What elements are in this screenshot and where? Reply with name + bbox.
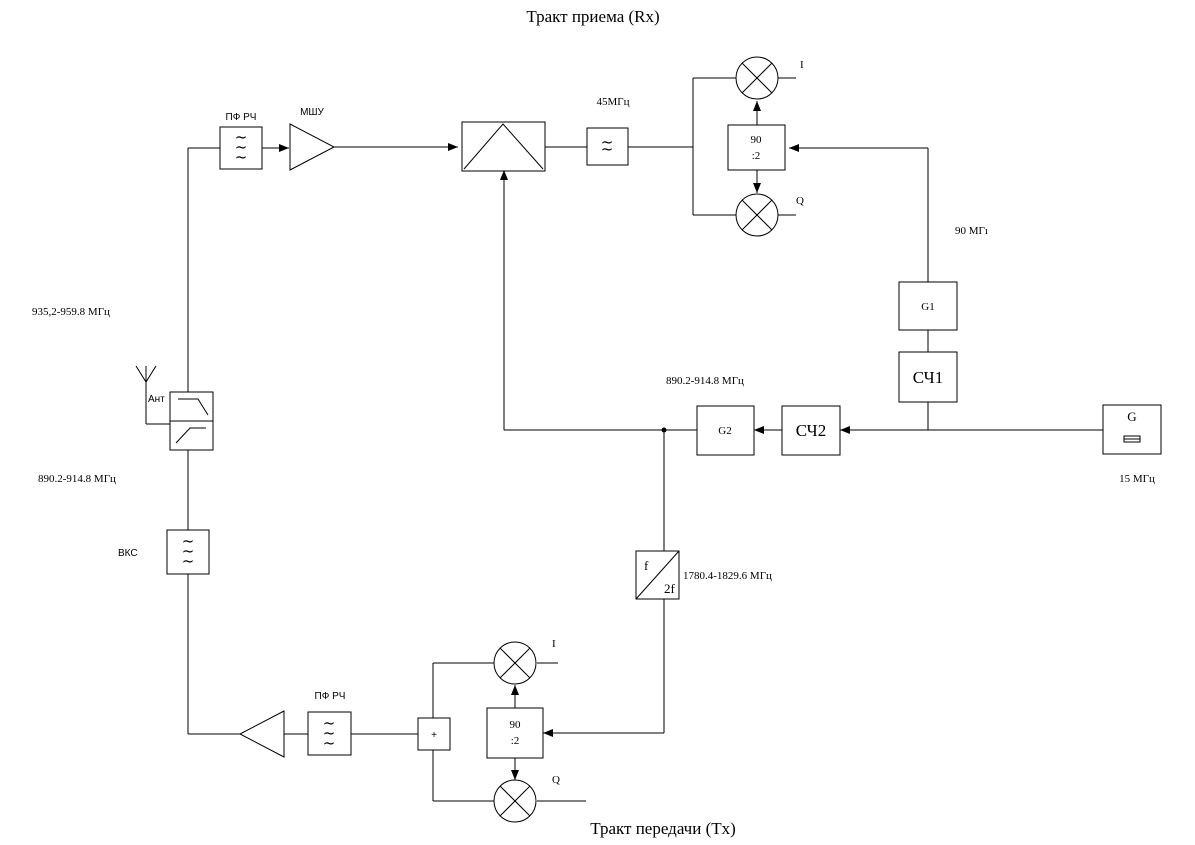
duplexer — [169, 391, 214, 451]
g1-label: G1 — [921, 301, 934, 313]
lo2-frequency-label: 890.2-914.8 МГц — [666, 375, 744, 387]
mixer-icon — [493, 641, 537, 685]
antenna — [135, 365, 157, 392]
tx-rf-bandpass-filter: ~ ~ ~ — [307, 711, 352, 756]
vks-filter: ~ ~ ~ — [166, 529, 210, 575]
junction-dot — [661, 427, 667, 433]
svg-text:~: ~ — [235, 128, 248, 146]
rx-q-label: Q — [796, 195, 804, 207]
doubler-frequency-label: 1780.4-1829.6 МГц — [683, 570, 772, 582]
g2-oscillator: G2 — [696, 405, 755, 456]
tx-i-label: I — [552, 638, 556, 650]
if-frequency-label: 45МГц — [596, 96, 629, 108]
svg-text:~: ~ — [235, 148, 248, 166]
antenna-label: Ант — [148, 394, 165, 405]
svg-text:~: ~ — [323, 734, 336, 752]
rx-phase-bottom: :2 — [752, 150, 761, 162]
rx-phase-top: 90 — [751, 134, 763, 146]
summer: + — [417, 717, 451, 751]
doubler-input-label: f — [644, 558, 649, 573]
amplifier-icon — [238, 710, 285, 758]
svg-text:~: ~ — [323, 724, 336, 742]
svg-text:~: ~ — [235, 138, 248, 156]
rx-filter-label: ПФ РЧ — [226, 112, 257, 123]
lowpass-filter-icon: ~ ~ — [601, 133, 614, 158]
if-lowpass-filter: ~ ~ — [586, 127, 629, 166]
svg-text:~: ~ — [601, 140, 614, 158]
svg-text:~: ~ — [601, 133, 614, 151]
sch2-synthesizer: СЧ2 — [781, 405, 841, 456]
tx-q-mixer — [493, 779, 537, 823]
rx-i-label: I — [800, 59, 804, 71]
tx-band-label: 890.2-914.8 МГц — [38, 473, 116, 485]
power-amplifier — [238, 710, 285, 758]
svg-text:~: ~ — [182, 552, 195, 570]
ref-frequency-label: 15 МГц — [1119, 473, 1155, 485]
mixer-icon — [493, 779, 537, 823]
rx-band-label: 935,2-959.8 МГц — [32, 306, 110, 318]
amplifier-icon — [289, 123, 336, 171]
sch2-label: СЧ2 — [796, 421, 826, 440]
svg-text:~: ~ — [323, 714, 336, 732]
g1-oscillator: G1 — [898, 281, 958, 331]
g2-label: G2 — [718, 425, 731, 437]
svg-text:~: ~ — [182, 542, 195, 560]
frequency-doubler: f 2f — [635, 550, 680, 600]
antenna-icon — [135, 365, 157, 392]
tx-phase-top: 90 — [510, 719, 522, 731]
mixer-icon — [735, 56, 779, 100]
rx-mixer-block — [461, 121, 546, 172]
tx-filter-label: ПФ РЧ — [315, 691, 346, 702]
lowpass-filter-icon — [178, 398, 209, 416]
tx-path-title: Тракт передачи (Tx) — [590, 819, 736, 838]
rx-rf-bandpass-filter: ~ ~ ~ — [219, 126, 263, 170]
rx-q-mixer — [735, 193, 779, 237]
vks-label: ВКС — [118, 548, 138, 559]
connection-lines — [145, 77, 1103, 802]
tx-phase-splitter: 90 :2 — [486, 707, 544, 759]
highpass-filter-icon — [175, 427, 206, 444]
crystal-icon — [1123, 435, 1141, 443]
tx-phase-bottom: :2 — [511, 735, 520, 747]
tx-q-label: Q — [552, 774, 560, 786]
sch1-synthesizer: СЧ1 — [898, 351, 958, 403]
sch1-label: СЧ1 — [913, 368, 943, 387]
lo1-frequency-label: 90 МГı — [955, 225, 988, 237]
svg-text:~: ~ — [182, 532, 195, 550]
tx-i-mixer — [493, 641, 537, 685]
mixer-icon — [735, 193, 779, 237]
rx-i-mixer — [735, 56, 779, 100]
reference-oscillator: G — [1102, 404, 1162, 455]
bandpass-filter-icon: ~ ~ ~ — [323, 714, 336, 752]
bandpass-filter-icon: ~ ~ ~ — [182, 532, 195, 570]
lna-label: МШУ — [300, 107, 324, 118]
rx-phase-splitter: 90 :2 — [727, 124, 786, 171]
g-label: G — [1127, 409, 1136, 424]
doubler-output-label: 2f — [664, 581, 676, 596]
lna-amplifier — [289, 123, 336, 171]
bandpass-filter-icon: ~ ~ ~ — [235, 128, 248, 166]
rx-path-title: Тракт приема (Rx) — [526, 7, 659, 26]
summer-label: + — [431, 730, 437, 741]
